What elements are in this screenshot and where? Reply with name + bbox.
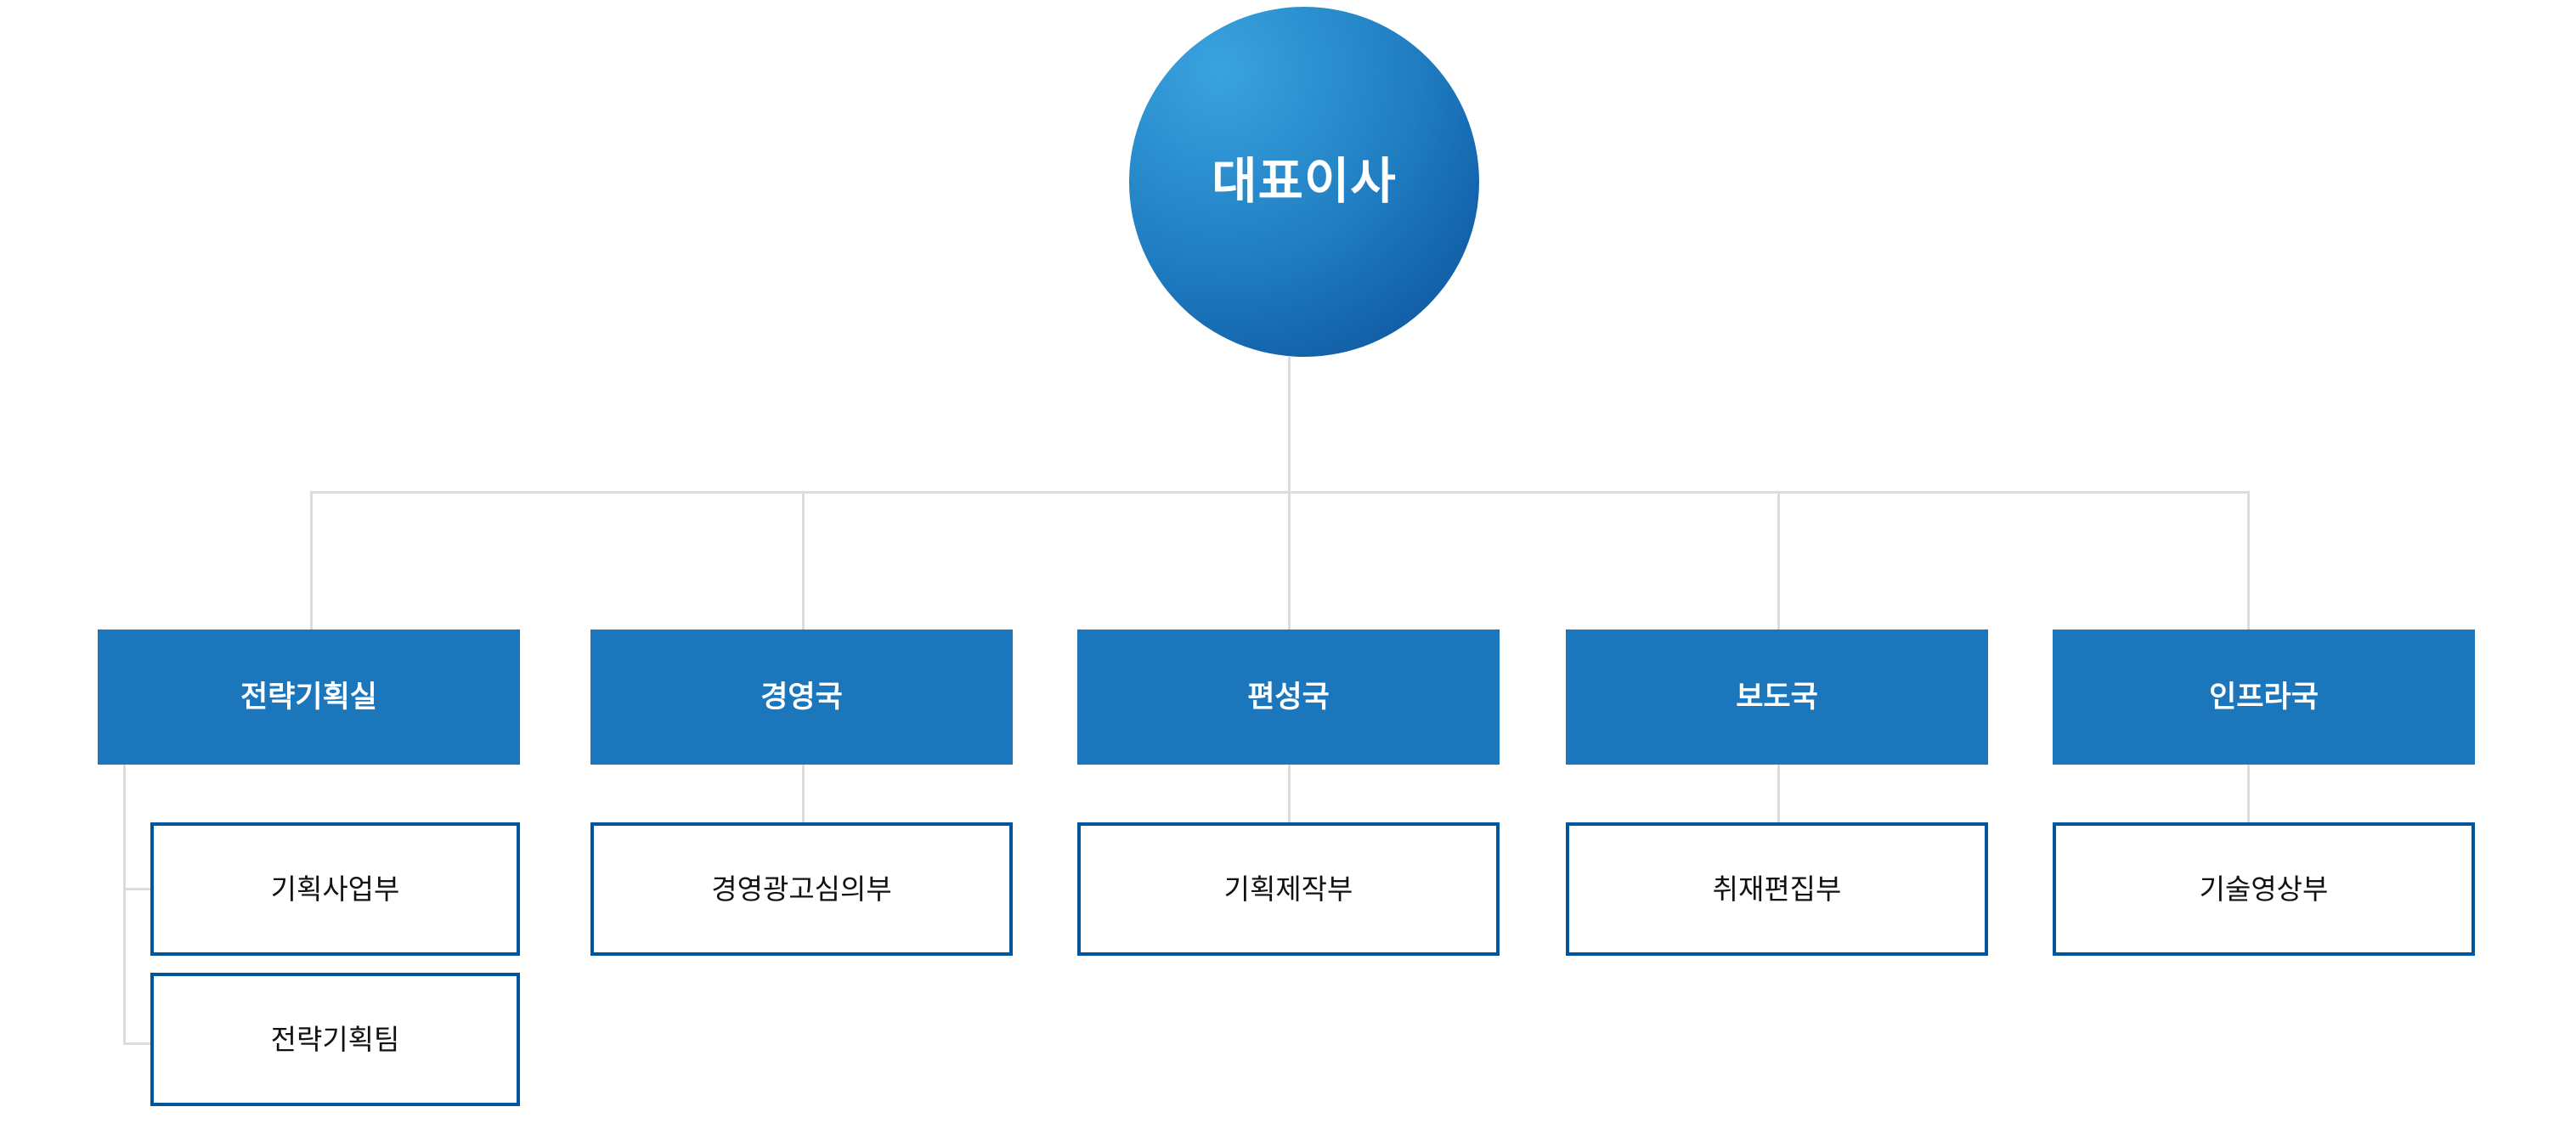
root-node-ceo[interactable]: 대표이사 xyxy=(1129,7,1479,357)
department-box-4-1[interactable]: 취재편집부 xyxy=(1566,822,1988,956)
connector-division-1-stub-1 xyxy=(123,888,153,890)
connector-division-2-drop xyxy=(802,765,805,822)
department-box-1-2[interactable]: 전략기획팀 xyxy=(150,973,520,1106)
division-label-2: 경영국 xyxy=(760,680,843,714)
department-box-3-1[interactable]: 기획제작부 xyxy=(1077,822,1500,956)
connector-division-4-drop xyxy=(1777,765,1780,822)
division-box-2[interactable]: 경영국 xyxy=(590,630,1013,765)
connector-root-stem xyxy=(1288,357,1291,491)
connector-horizontal-bus xyxy=(310,491,2250,494)
root-node-label: 대표이사 xyxy=(1212,154,1397,209)
connector-drop-division-2 xyxy=(802,491,805,630)
division-label-4: 보도국 xyxy=(1736,680,1818,714)
department-label-1-2: 전략기획팀 xyxy=(270,1024,400,1055)
department-box-2-1[interactable]: 경영광고심의부 xyxy=(590,822,1013,956)
division-box-3[interactable]: 편성국 xyxy=(1077,630,1500,765)
division-label-1: 전략기획실 xyxy=(240,680,377,714)
department-label-4-1: 취재편집부 xyxy=(1712,873,1842,905)
department-label-5-1: 기술영상부 xyxy=(2199,873,2329,905)
department-label-3-1: 기획제작부 xyxy=(1223,873,1353,905)
connector-drop-division-3 xyxy=(1288,491,1291,630)
connector-division-3-drop xyxy=(1288,765,1291,822)
connector-division-5-drop xyxy=(2247,765,2250,822)
connector-division-1-stub-2 xyxy=(123,1042,153,1045)
division-label-5: 인프라국 xyxy=(2209,680,2319,714)
division-box-4[interactable]: 보도국 xyxy=(1566,630,1988,765)
division-box-5[interactable]: 인프라국 xyxy=(2053,630,2475,765)
connector-drop-division-1 xyxy=(310,491,313,630)
department-box-5-1[interactable]: 기술영상부 xyxy=(2053,822,2475,956)
department-label-1-1: 기획사업부 xyxy=(270,873,400,905)
connector-drop-division-5 xyxy=(2247,491,2250,630)
division-box-1[interactable]: 전략기획실 xyxy=(98,630,520,765)
department-label-2-1: 경영광고심의부 xyxy=(711,873,892,905)
division-label-3: 편성국 xyxy=(1247,680,1330,714)
department-box-1-1[interactable]: 기획사업부 xyxy=(150,822,520,956)
connector-drop-division-4 xyxy=(1777,491,1780,630)
connector-division-1-spine xyxy=(123,765,126,1045)
